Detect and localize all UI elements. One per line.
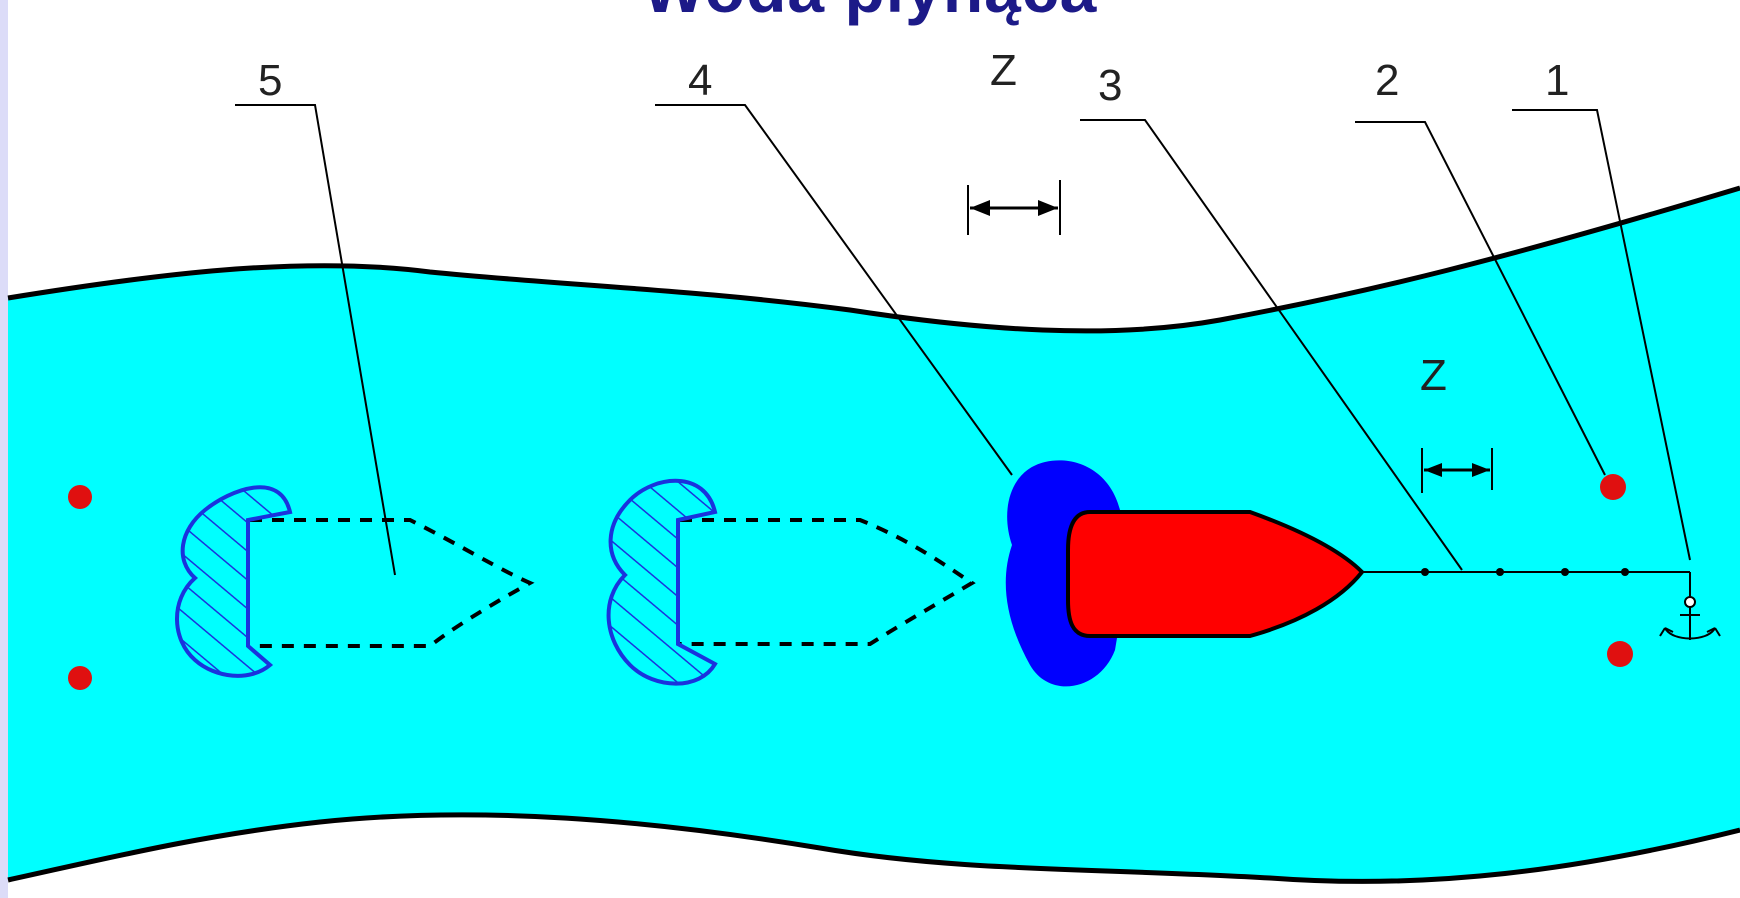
distance-label-mid: Z (1420, 351, 1447, 400)
callout-4-label: 4 (688, 56, 712, 105)
callout-2-label: 2 (1375, 56, 1399, 105)
anchor-icon (1659, 596, 1721, 640)
ghost-splash (606, 478, 718, 686)
buoy-marker (68, 485, 92, 509)
river-bank-top (7, 185, 1740, 334)
buoy-marker (1600, 474, 1626, 500)
leader-4 (655, 104, 1013, 476)
buoy-marker (1607, 641, 1633, 667)
leader-2 (1355, 121, 1606, 476)
moored-boat (1005, 460, 1365, 687)
leader-1 (1512, 109, 1691, 561)
callout-1-label: 1 (1545, 56, 1569, 105)
buoy-marker (68, 666, 92, 690)
distance-marker-top (967, 180, 1061, 235)
ghost-boat-position-1 (175, 485, 535, 678)
ghost-splash (175, 485, 293, 678)
distance-label-top: Z (990, 46, 1017, 95)
callout-leaders (235, 104, 1691, 576)
river-bank-bottom (7, 812, 1740, 884)
leader-5 (235, 104, 396, 576)
mooring-line (1362, 568, 1691, 598)
river-water (8, 188, 1740, 882)
callout-3-label: 3 (1098, 61, 1122, 110)
distance-marker-mid (1421, 448, 1493, 493)
boat-hull (1066, 510, 1365, 638)
leader-3 (1080, 119, 1463, 571)
page-title: Woda płynąca (0, 0, 1740, 22)
callout-5-label: 5 (258, 56, 282, 105)
ghost-boat-position-2 (606, 478, 976, 686)
